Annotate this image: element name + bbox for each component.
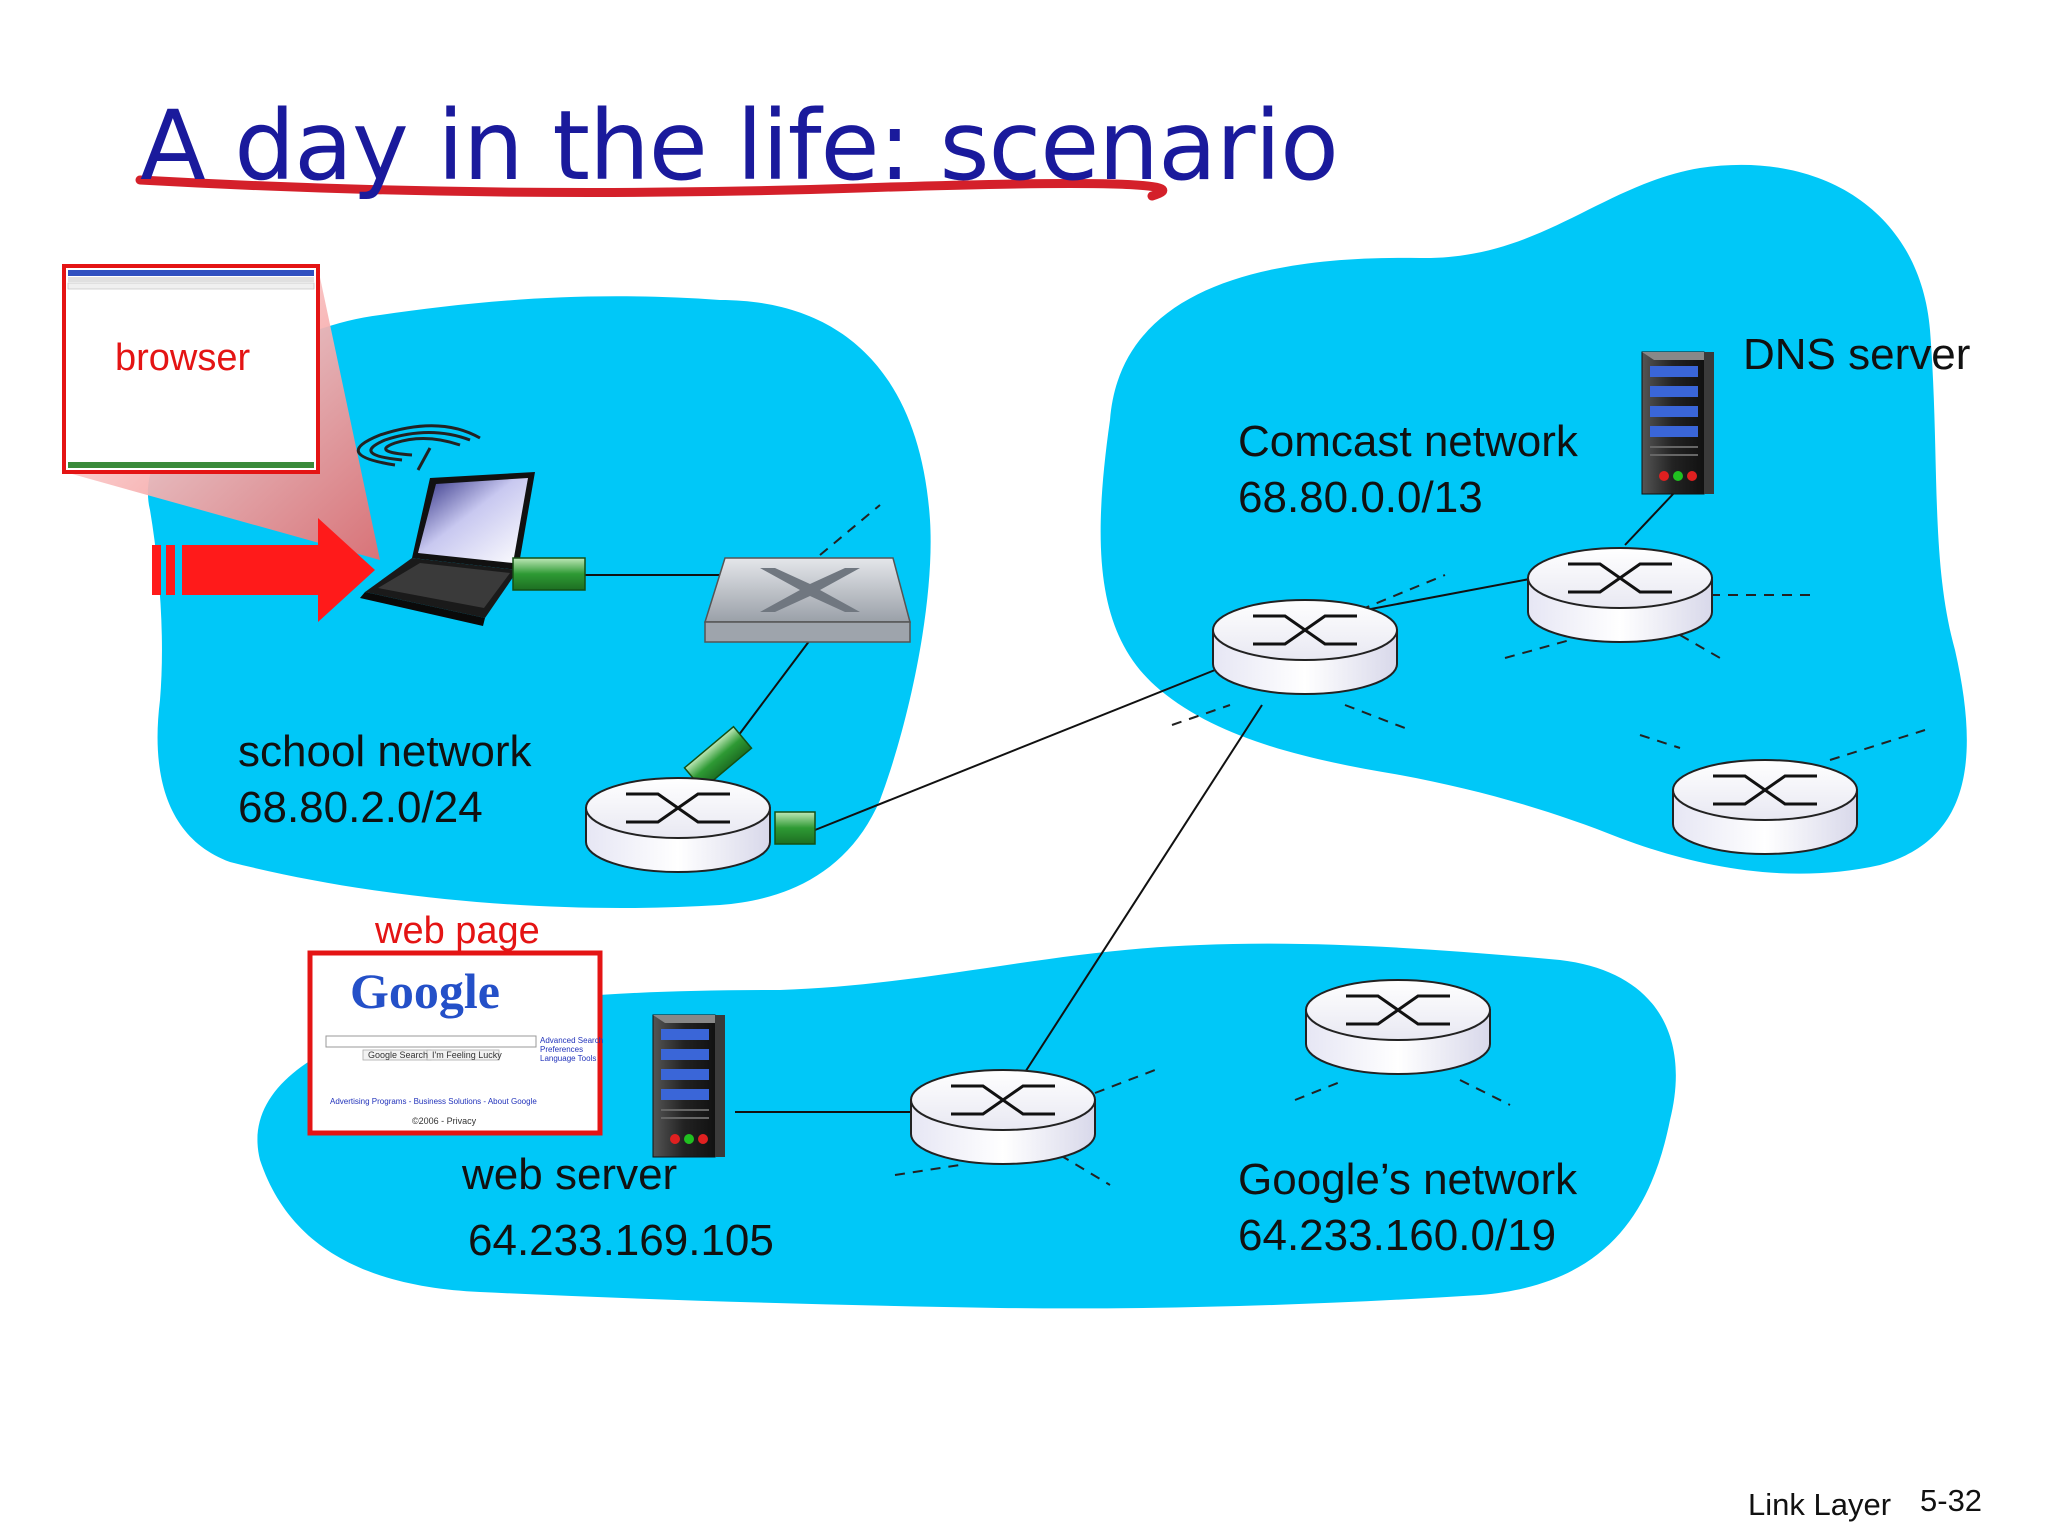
google-footer-links: Advertising Programs - Business Solution… [330,1097,537,1106]
comcast-network-label: Comcast network [1238,417,1578,466]
school-network-label: school network [238,727,532,776]
google-link-advanced: Advanced Search [540,1036,603,1045]
web-server-ip-label: 64.233.169.105 [468,1216,774,1265]
browser-callout [65,268,380,560]
server-icon [652,1014,726,1158]
router-icon [1211,598,1399,696]
page-title: A day in the life: scenario [140,90,1339,202]
laptop-interface-icon [512,557,586,591]
google-prefix-label: 64.233.160.0/19 [1238,1211,1557,1260]
comcast-prefix-label: 68.80.0.0/13 [1238,473,1483,522]
title-underline [135,175,1168,201]
router-icon [909,1068,1097,1166]
laptop-icon [360,472,535,626]
router-icon [1526,546,1714,644]
router-icon [1304,978,1492,1076]
comcast-network-cloud [1100,164,1967,874]
wireless-signal-icon [356,424,481,471]
dashed-links [819,504,1926,1186]
router-icon [584,776,772,874]
footer-slide-number: 5-32 [1920,1483,1983,1518]
router-icon [1671,758,1859,856]
dns-server-label: DNS server [1743,330,1971,379]
router-interface-icon [774,811,816,845]
switch-icon [703,557,911,643]
google-copyright: ©2006 - Privacy [412,1116,477,1126]
school-prefix-label: 68.80.2.0/24 [238,783,483,832]
browser-window [62,264,320,474]
google-search-button: Google Search [368,1050,428,1060]
google-link-preferences: Preferences [540,1045,583,1054]
web-page-label: web page [375,910,540,952]
google-network-label: Google’s network [1238,1155,1578,1204]
server-icon [1641,351,1715,495]
web-server-label: web server [462,1150,678,1199]
browser-label: browser [115,337,251,379]
google-web-page: Google Google Search I'm Feeling Lucky A… [307,950,603,1136]
google-logo: Google [350,963,500,1019]
footer-chapter: Link Layer [1748,1487,1892,1522]
google-lucky-button: I'm Feeling Lucky [432,1050,502,1060]
google-link-language: Language Tools [540,1054,596,1063]
arrow-icon [152,518,375,622]
